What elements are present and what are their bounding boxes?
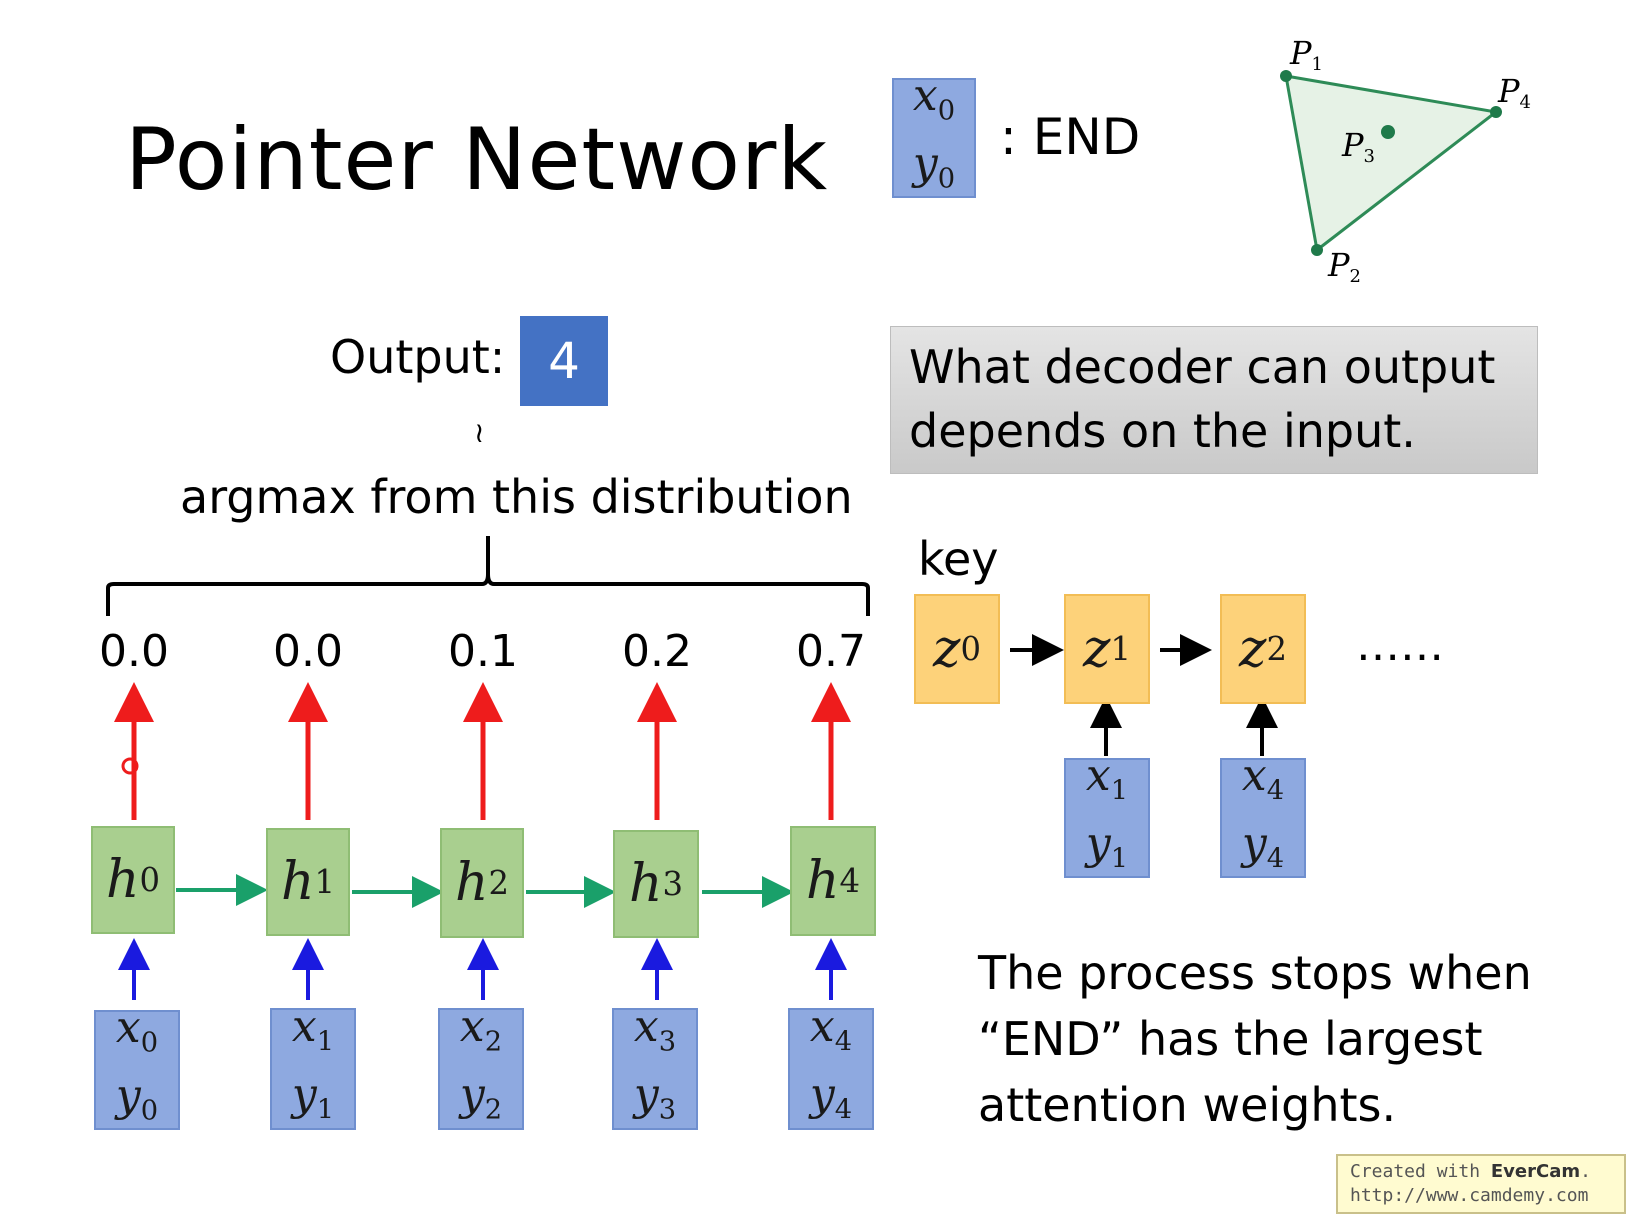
end-token-box: x0 y0 — [892, 70, 976, 198]
label-p1: P1 — [1289, 40, 1323, 75]
point-p4 — [1490, 106, 1502, 118]
output-value: 4 — [548, 332, 580, 390]
input-box-3: x3 y3 — [612, 1001, 698, 1130]
point-p1 — [1280, 70, 1292, 82]
output-value-box: 4 — [520, 316, 608, 406]
distribution-brace — [106, 536, 870, 616]
input-box-2: x2 y2 — [438, 1001, 524, 1130]
page-title: Pointer Network — [125, 110, 829, 210]
point-triangle: P1 P4 P3 P2 — [1280, 40, 1531, 287]
label-p2: P2 — [1327, 246, 1361, 287]
key-label: key — [918, 532, 999, 586]
prob-2: 0.1 — [448, 626, 518, 677]
evercam-watermark: Created with EverCam. http://www.camdemy… — [1336, 1154, 1626, 1214]
input-box-1: x1 y1 — [270, 1001, 356, 1130]
triangle-hull — [1284, 74, 1500, 253]
input-box-4: x4 y4 — [788, 1001, 874, 1130]
point-p3 — [1381, 125, 1395, 139]
prob-4: 0.7 — [796, 626, 866, 677]
prob-1: 0.0 — [273, 626, 343, 677]
cursor-marker — [121, 757, 139, 775]
note-top: What decoder can output depends on the i… — [890, 326, 1538, 474]
output-label: Output: — [330, 330, 506, 384]
prob-0: 0.0 — [99, 626, 169, 677]
input-box-0: x0 y0 — [94, 1002, 180, 1130]
label-p4: P4 — [1497, 72, 1531, 113]
decoder-input-box-1: x1 y1 — [1064, 750, 1150, 878]
prob-3: 0.2 — [622, 626, 692, 677]
end-label: : END — [1000, 108, 1141, 166]
label-p3: P3 — [1341, 126, 1375, 167]
point-p2 — [1311, 244, 1323, 256]
note-bottom: The process stops when “END” has the lar… — [978, 946, 1532, 1132]
argmax-label: argmax from this distribution — [180, 470, 853, 524]
tilde-symbol: ≀ — [474, 416, 485, 449]
decoder-ellipsis: …… — [1356, 620, 1444, 671]
decoder-input-box-4: x4 y4 — [1220, 750, 1306, 878]
